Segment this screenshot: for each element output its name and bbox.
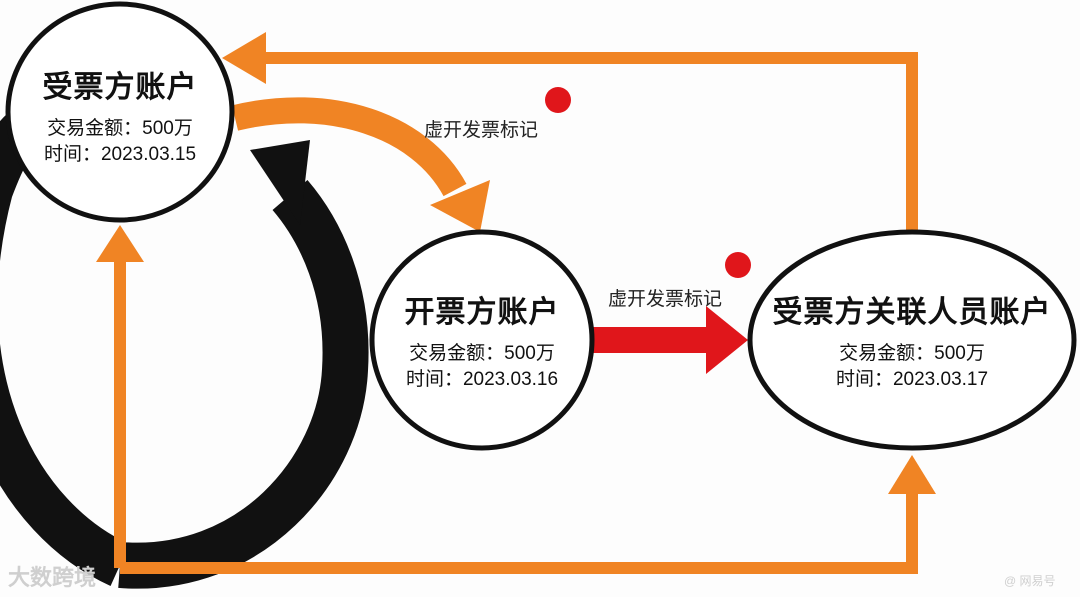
related-account-node: 受票方关联人员账户 交易金额：500万 时间：2023.03.17 (752, 270, 1072, 410)
orange-curve-arrowhead (430, 180, 490, 232)
red-arrow-head (706, 306, 748, 374)
issuer-account-title: 开票方账户 (404, 296, 560, 329)
watermark-left: 大数跨境 (8, 565, 97, 590)
black-cycle-arrow (0, 105, 369, 589)
orange-left-arrowhead (96, 225, 144, 262)
receiver-account-amount: 交易金额：500万 (47, 118, 193, 139)
issuer-circle (369, 229, 595, 451)
orange-right-arrowhead (888, 455, 936, 494)
orange-curved-arrow (231, 97, 490, 232)
orange-bottom-loop (96, 225, 936, 574)
orange-return-line (260, 52, 918, 230)
red-arrow-shaft (590, 327, 710, 353)
issuer-account-node: 开票方账户 交易金额：500万 时间：2023.03.16 (372, 270, 592, 410)
flag-dot-1 (545, 87, 571, 113)
orange-return-arrowhead (222, 32, 266, 84)
orange-bottom-line (120, 490, 918, 574)
receiver-account-title: 受票方账户 (42, 71, 198, 104)
related-account-title: 受票方关联人员账户 (772, 296, 1052, 329)
orange-curve-body (231, 97, 467, 197)
black-cycle-arc (0, 105, 130, 586)
related-account-amount: 交易金额：500万 (839, 343, 985, 364)
fake-invoice-flag-label-2: 虚开发票标记 (608, 289, 723, 310)
orange-return-loop (222, 32, 918, 230)
issuer-account-time: 时间：2023.03.16 (405, 369, 559, 390)
watermark-right: @ 网易号 (1004, 574, 1056, 588)
issuer-account-amount: 交易金额：500万 (409, 343, 555, 364)
flag-dot-2 (725, 252, 751, 278)
fake-invoice-flag-label-1: 虚开发票标记 (424, 120, 539, 141)
receiver-account-time: 时间：2023.03.15 (43, 144, 197, 165)
receiver-account-node: 受票方账户 交易金额：500万 时间：2023.03.15 (10, 40, 230, 190)
related-circle (747, 229, 1077, 451)
black-cycle-arc-lower (118, 180, 369, 589)
related-account-time: 时间：2023.03.17 (835, 369, 989, 390)
receiver-circle (5, 1, 235, 223)
black-cycle-arrowhead (250, 140, 310, 225)
red-arrow (590, 306, 748, 374)
